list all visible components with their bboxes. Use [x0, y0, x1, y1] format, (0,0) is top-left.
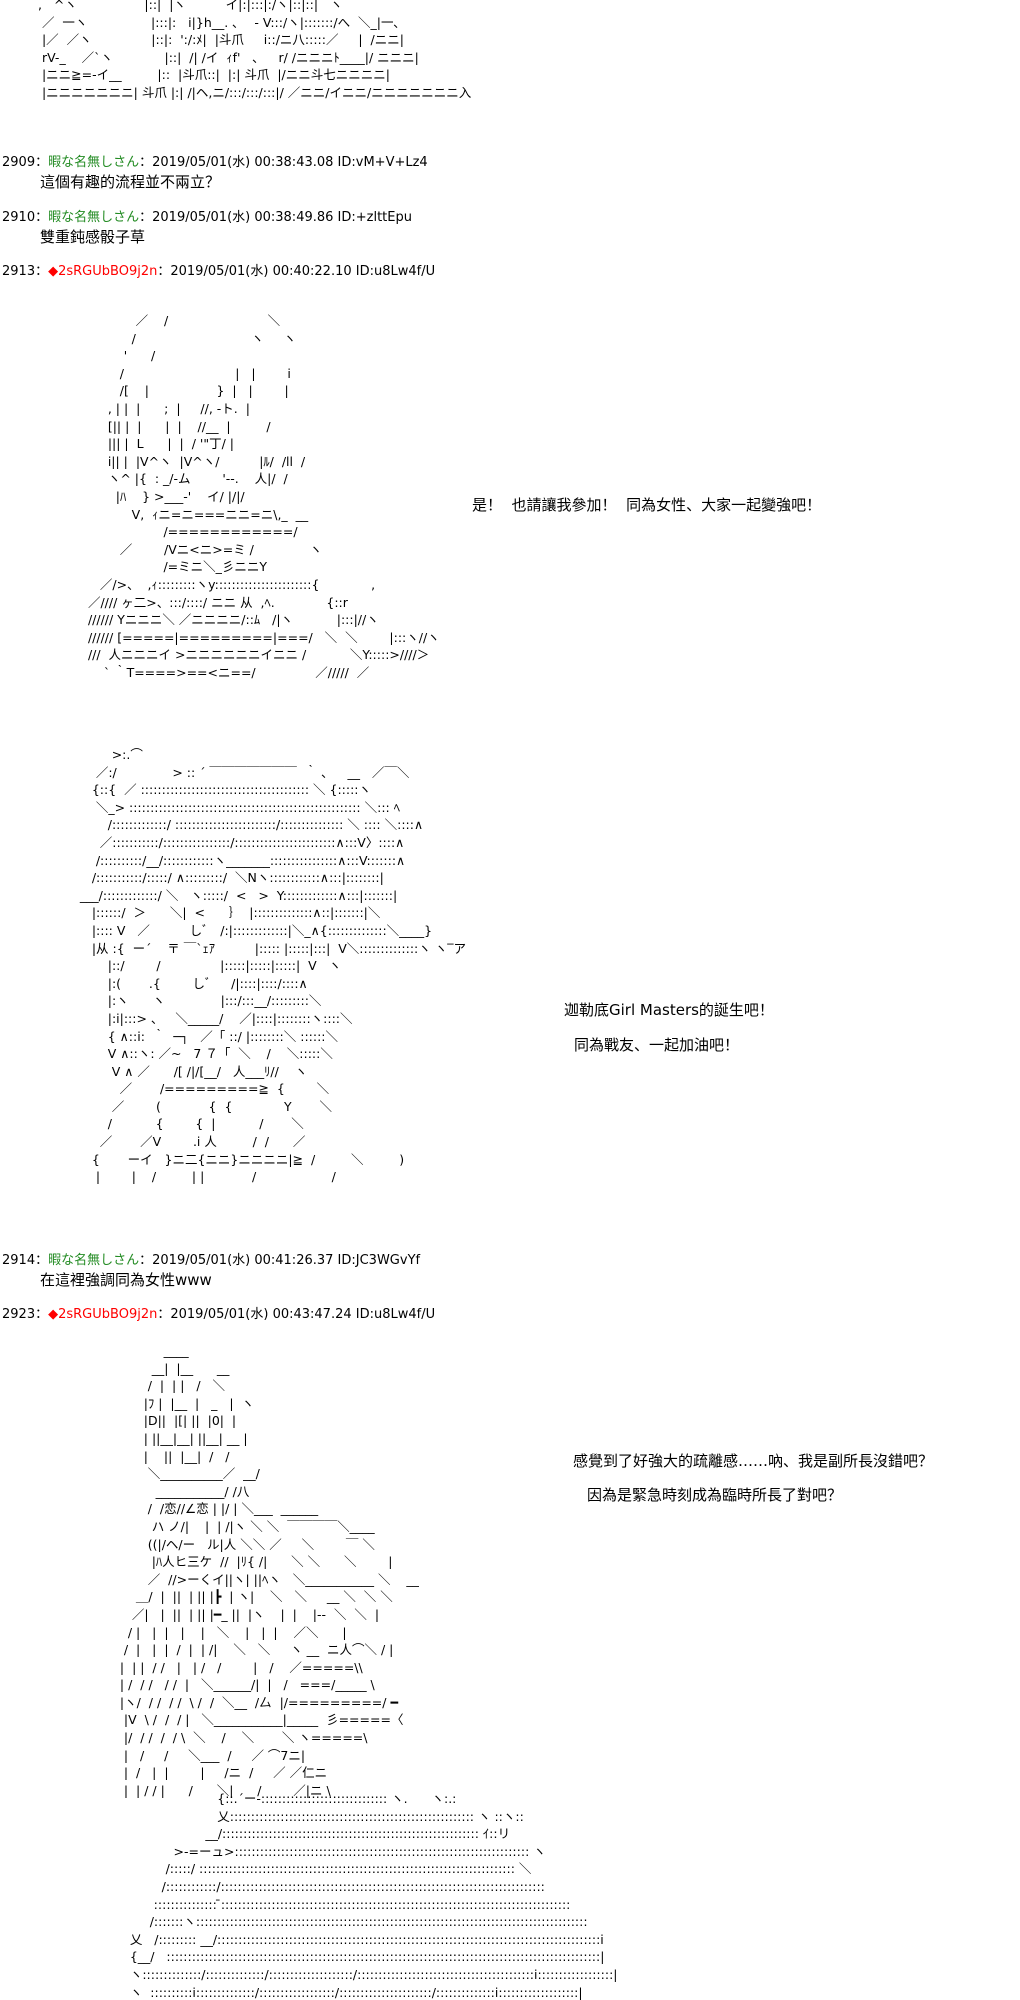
trip-name: 2sRGUbBO9j2n	[58, 1307, 158, 1322]
post-separator: ：	[157, 1307, 171, 1322]
ascii-art-character-2: >:.⌒ ／:/ > :: ´ ￣￣￣￣￣￣￣ ｀ ､ __ ／￣＼ {::{ …	[79, 747, 466, 1185]
trip-diamond-icon: ◆	[48, 1307, 59, 1322]
post-separator: ：	[157, 264, 171, 279]
post-date-id: 2019/05/01(水) 00:38:49.86 ID:+zlttEpu	[152, 210, 412, 225]
post-separator: ：	[139, 155, 153, 170]
post-separator: ：	[35, 210, 49, 225]
post-header-2909: 2909：暇な名無しさん：2019/05/01(水) 00:38:43.08 I…	[2, 154, 428, 172]
post-body-2914: 在這裡強調同為女性www	[40, 1271, 212, 1289]
poster-name: 暇な名無しさん	[48, 155, 140, 170]
ascii-art-character-3: ____ __| |__ __ / | | | / ＼ |ﾌ | |__ | _…	[119, 1343, 419, 1798]
trip-diamond-icon: ◆	[48, 264, 59, 279]
speech-line: 迦勒底Girl Masters的誕生吧！	[564, 1001, 774, 1019]
post-header-2923: 2923：◆2sRGUbBO9j2n：2019/05/01(水) 00:43:4…	[2, 1306, 435, 1324]
ascii-art-character-1: ／ / ＼ / ヽ ヽ ' / / | | i /[ | } | |	[87, 313, 440, 680]
post-separator: ：	[35, 1253, 49, 1268]
speech-line: 感覺到了好強大的疏離感……吶、我是副所長沒錯吧？	[573, 1452, 934, 1470]
post-number[interactable]: 2913	[2, 264, 36, 279]
speech-line: 是！ 也請讓我參加！ 同為女性、大家一起變強吧！	[472, 496, 822, 514]
post-number[interactable]: 2923	[2, 1307, 36, 1322]
poster-name: 暇な名無しさん	[48, 1253, 140, 1268]
post-separator: ：	[35, 1307, 49, 1322]
post-header-2910: 2910：暇な名無しさん：2019/05/01(水) 00:38:49.86 I…	[2, 209, 412, 227]
post-date-id: 2019/05/01(水) 00:41:26.37 ID:JC3WGvYf	[152, 1253, 421, 1268]
post-body-2909: 這個有趣的流程並不兩立？	[40, 173, 221, 191]
post-header-2914: 2914：暇な名無しさん：2019/05/01(水) 00:41:26.37 I…	[2, 1252, 420, 1270]
post-date-id: 2019/05/01(水) 00:40:22.10 ID:u8Lw4f/U	[170, 264, 436, 279]
post-separator: ：	[35, 264, 49, 279]
post-separator: ：	[139, 1253, 153, 1268]
post-number[interactable]: 2910	[2, 210, 36, 225]
post-number[interactable]: 2909	[2, 155, 36, 170]
post-separator: ：	[35, 155, 49, 170]
speech-line: 因為是緊急時刻成為臨時所長了對吧？	[587, 1486, 843, 1504]
post-date-id: 2019/05/01(水) 00:43:47.24 ID:u8Lw4f/U	[170, 1307, 436, 1322]
post-body-2910: 雙重鈍感骰子草	[40, 228, 146, 246]
post-date-id: 2019/05/01(水) 00:38:43.08 ID:vM+V+Lz4	[152, 155, 428, 170]
post-header-2913: 2913：◆2sRGUbBO9j2n：2019/05/01(水) 00:40:2…	[2, 263, 435, 281]
trip-name: 2sRGUbBO9j2n	[58, 264, 158, 279]
ascii-art-character-4: {::.´ー-:::::::::::::::::::::::::::::: ヽ.…	[129, 1791, 618, 2000]
ascii-art-top: , ^ヽ |::| |ヽ イ|:|:::|:/ヽ|::|::| ヽ ／ 一ヽ |…	[38, 0, 472, 100]
post-number[interactable]: 2914	[2, 1253, 36, 1268]
poster-name: 暇な名無しさん	[48, 210, 140, 225]
post-separator: ：	[139, 210, 153, 225]
speech-line: 同為戰友、一起加油吧！	[574, 1036, 740, 1054]
